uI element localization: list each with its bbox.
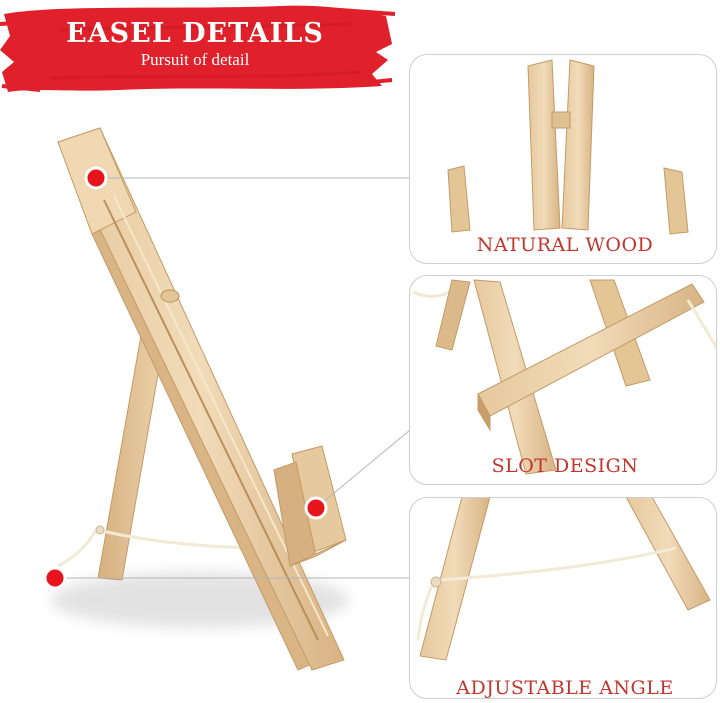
banner-brush [0, 5, 396, 93]
panel-natural-wood-art [409, 54, 717, 264]
panel-adjustable-angle [409, 497, 717, 699]
panel-natural-wood [409, 54, 717, 264]
label-slot-design: SLOT DESIGN [491, 455, 639, 477]
callout-lines [55, 177, 411, 579]
banner-title: EASEL DETAILS [66, 18, 324, 49]
banner-subtitle: Pursuit of detail [140, 50, 250, 69]
callout-markers [43, 166, 328, 590]
panel-slot-design [409, 275, 717, 485]
banner: EASEL DETAILS Pursuit of detail [0, 18, 390, 70]
label-natural-wood: NATURAL WOOD [476, 234, 654, 256]
panel-adjustable-angle-art [409, 497, 717, 699]
panel-slot-design-art [409, 275, 717, 485]
main-easel [57, 127, 347, 671]
label-adjustable-angle: ADJUSTABLE ANGLE [456, 677, 674, 699]
